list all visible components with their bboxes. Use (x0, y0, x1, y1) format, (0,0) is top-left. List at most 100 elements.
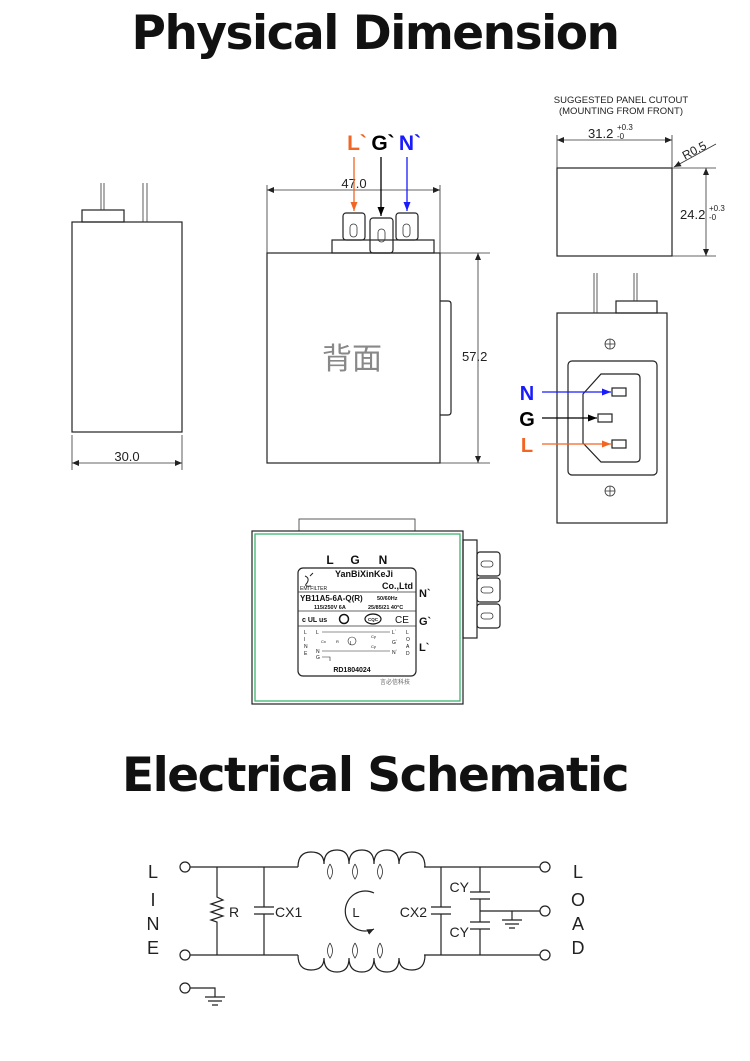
svg-text:D: D (406, 651, 410, 657)
ground-symbol-in-icon (190, 987, 225, 1006)
label-serial: RD1804024 (333, 667, 370, 674)
label-mini-schematic: L I N E L O A D L N G L` G` N` Cx R L Cy… (304, 630, 410, 661)
iec-socket (582, 373, 641, 463)
label-side-g: G` (419, 616, 432, 628)
line-terminal-top-icon (179, 861, 191, 873)
label-side-l: L` (419, 642, 430, 654)
cutout-title-2: (MOUNTING FROM FRONT) (559, 106, 683, 117)
terminal-label-g: G` (371, 132, 394, 155)
label-side-n: N` (419, 588, 431, 600)
label-model: YB11A5-6A-Q(R) (300, 594, 363, 603)
load-terminal-bottom-icon (539, 949, 551, 961)
cutout-height-dim: 24.2 (680, 207, 705, 222)
svg-text:L: L (316, 630, 319, 636)
cy-bottom-label: CY (450, 924, 470, 940)
cert-cqc-icon (364, 613, 382, 625)
load-terminal-ground-icon (539, 905, 551, 917)
terminal-l (342, 212, 366, 241)
label-green-border (254, 533, 461, 702)
label-climate: 25/85/21 40°C (368, 605, 403, 611)
svg-text:L: L (304, 630, 307, 636)
svg-text:A: A (406, 644, 410, 650)
load-terminal-top-icon (539, 861, 551, 873)
svg-text:Cy: Cy (371, 634, 376, 639)
terminal-label-n: N` (399, 132, 421, 155)
product-label-card (297, 567, 417, 677)
cutout-title-1: SUGGESTED PANEL CUTOUT (554, 95, 689, 106)
side-view: 30.0 (71, 183, 183, 470)
svg-text:Cx: Cx (321, 639, 326, 644)
label-frequency: 50/60Hz (377, 596, 398, 602)
cert-cqc-text: CQC (368, 617, 379, 622)
svg-text:L`: L` (392, 630, 397, 636)
ground-terminal-icon (179, 982, 191, 994)
front-label-n: N (520, 383, 534, 405)
cx2-label: CX2 (400, 904, 427, 920)
line-letter-e: E (147, 938, 159, 958)
side-tab-base (81, 209, 125, 223)
brand-logo-icon (304, 572, 314, 587)
label-top-g: G (350, 553, 359, 567)
capacitor-cx1-icon (254, 867, 274, 955)
terminal-label-l: L` (347, 132, 367, 155)
svg-text:R: R (336, 639, 339, 644)
back-height-dim: 57.2 (462, 349, 487, 364)
cutout-height-tol-plus: +0.3 (709, 204, 725, 213)
label-top-l: L (326, 553, 333, 567)
electrical-schematic: L I N E L O A D R CX1 L CX2 CY (147, 849, 585, 1006)
panel-cutout: SUGGESTED PANEL CUTOUT (MOUNTING FROM FR… (554, 95, 725, 257)
label-product-type: EMI FILTER (300, 586, 328, 592)
socket-pin-g (597, 413, 613, 423)
terminal-g (369, 217, 394, 254)
inductor-label: L (352, 905, 359, 920)
cutout-height-tol-minus: -0 (709, 213, 717, 222)
resistor-label: R (229, 904, 239, 920)
front-label-l: L (521, 435, 533, 457)
cutout-width-tol-minus: -0 (617, 132, 625, 141)
choke-top-icon (297, 849, 426, 868)
line-letter-i: I (150, 890, 155, 910)
electrical-schematic-title: Electrical Schematic (122, 748, 629, 803)
label-brand: YanBiXinKeJi (335, 569, 393, 579)
load-letter-a: A (572, 914, 584, 934)
cy-top-label: CY (450, 879, 470, 895)
svg-text:N`: N` (392, 650, 398, 656)
front-view: N G L (519, 273, 668, 524)
physical-dimension-title: Physical Dimension (131, 6, 620, 61)
svg-text:G`: G` (392, 640, 398, 646)
back-side-bracket (440, 300, 452, 416)
svg-text:O: O (406, 637, 410, 643)
svg-text:I: I (304, 637, 305, 643)
side-body (71, 221, 183, 433)
cutout-rect (556, 167, 673, 257)
cutout-radius: R0.5 (680, 138, 709, 162)
back-view: 47.0 57.2 背面 L` G` N` (266, 132, 490, 464)
top-view: L G N YanBiXinKeJi EMI FILTER Co.,Ltd YB… (251, 518, 501, 705)
terminal-n (395, 212, 419, 241)
line-terminal-bottom-icon (179, 949, 191, 961)
cert-ce-icon: CE (395, 615, 409, 626)
resistor-r-icon (209, 867, 225, 955)
svg-text:G: G (316, 655, 320, 661)
load-letter-l: L (573, 862, 583, 882)
choke-bottom-icon (297, 954, 426, 973)
capacitor-cx2-icon (431, 867, 451, 955)
svg-text:E: E (304, 651, 308, 657)
back-label: 背面 (322, 343, 382, 376)
label-chinese-mark: 言必信科技 (380, 678, 410, 686)
line-letter-n: N (147, 914, 160, 934)
svg-text:L: L (350, 641, 353, 647)
load-letter-o: O (571, 890, 585, 910)
svg-text:L: L (406, 630, 409, 636)
label-top-n: N (379, 553, 388, 567)
choke-flux-arrow-icon (344, 890, 375, 935)
side-width-dim: 30.0 (114, 449, 139, 464)
svg-text:N: N (304, 644, 308, 650)
cx1-label: CX1 (275, 904, 302, 920)
ground-symbol-out-icon (480, 910, 540, 929)
label-company: Co.,Ltd (382, 581, 413, 591)
front-label-g: G (519, 409, 535, 431)
label-rating: 115/250V 6A (314, 605, 346, 611)
socket-pin-n (611, 387, 627, 397)
